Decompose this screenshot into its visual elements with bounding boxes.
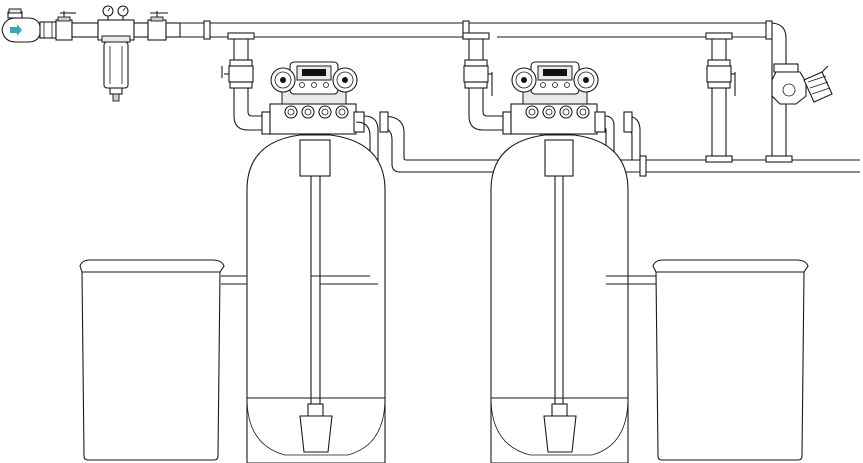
service-outlet-pipe	[379, 111, 860, 177]
bypass-valve-icon	[706, 59, 736, 96]
softener-tank-2	[490, 134, 629, 463]
control-valve-icon	[269, 61, 358, 141]
tank1-inlet-elbow	[233, 111, 271, 135]
filter-housing-icon	[97, 19, 135, 102]
control-valve-2-icon	[510, 61, 599, 141]
flow-arrow-icon	[10, 24, 22, 36]
pipe-collars	[203, 20, 773, 40]
brine-tank-2	[652, 259, 809, 461]
check-valve-icon	[771, 63, 833, 105]
pressure-gauges-icon	[102, 5, 129, 22]
tank1-inlet-valve-icon	[221, 59, 254, 89]
inlet-ball-valve-icon	[55, 11, 99, 41]
tank2-inlet-elbow	[468, 111, 512, 135]
brine-tank-1	[79, 259, 225, 461]
softener-tank-1	[246, 134, 386, 463]
inlet-meter-icon	[1, 8, 57, 43]
header-pipe	[180, 22, 787, 158]
brine-lines	[221, 275, 656, 285]
tank2-inlet-valve-icon	[463, 59, 493, 96]
prefilter-outlet-valve-icon	[133, 11, 181, 41]
